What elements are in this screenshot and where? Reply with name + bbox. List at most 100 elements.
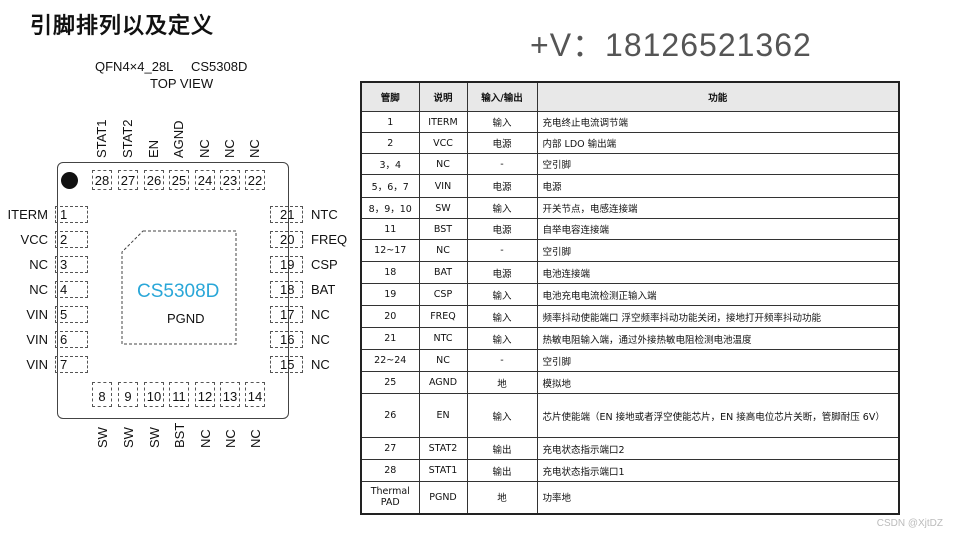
- cell-pin: 11: [360, 218, 420, 240]
- pin-name-top: NC: [197, 139, 212, 158]
- pin-pad-right: 21: [270, 206, 303, 223]
- cell-function: 内部 LDO 输出端: [536, 132, 900, 154]
- cell-function: 空引脚: [536, 153, 900, 175]
- cell-pin: 28: [360, 459, 420, 482]
- cell-io: 输入: [466, 111, 538, 133]
- package-type: QFN4×4_28L CS5308D: [95, 59, 248, 74]
- pin-name-right: CSP: [311, 257, 338, 272]
- cell-pin: 1: [360, 111, 420, 133]
- cell-function: 充电状态指示端口2: [536, 437, 900, 460]
- pin-name-left: VIN: [26, 332, 48, 347]
- cell-description: STAT1: [418, 459, 468, 482]
- cell-io: 输入: [466, 393, 538, 438]
- header-pin: 管脚: [360, 81, 420, 112]
- pin-name-right: BAT: [311, 282, 336, 297]
- cell-function: 电源: [536, 174, 900, 198]
- cell-pin: 26: [360, 393, 420, 438]
- cell-description: SW: [418, 197, 468, 219]
- cell-description: VIN: [418, 174, 468, 198]
- cell-description: EN: [418, 393, 468, 438]
- chip-part-name: CS5308D: [137, 281, 220, 302]
- header-description: 说明: [418, 81, 468, 112]
- pin-pad-right: 20: [270, 231, 303, 248]
- pin-pad-bottom: 11: [169, 382, 189, 407]
- cell-function: 电池充电电流检测正输入端: [536, 283, 900, 306]
- exposed-pad-outline: [121, 230, 237, 345]
- pin-pad-top: 25: [169, 170, 189, 190]
- pin-pad-left: 2: [55, 231, 88, 248]
- cell-pin: 25: [360, 371, 420, 394]
- cell-io: 电源: [466, 218, 538, 240]
- pin-pad-bottom: 14: [245, 382, 265, 407]
- pin-pad-right: 15: [270, 356, 303, 373]
- pin-name-right: NC: [311, 357, 330, 372]
- pin-name-left: ITERM: [7, 207, 48, 222]
- pin-pad-right: 19: [270, 256, 303, 273]
- cell-pin: 20: [360, 305, 420, 328]
- cell-io: 输入: [466, 327, 538, 350]
- cell-function: 空引脚: [536, 239, 900, 262]
- cell-io: -: [466, 349, 538, 372]
- cell-description: CSP: [418, 283, 468, 306]
- cell-io: 电源: [466, 132, 538, 154]
- pin-name-right: NC: [311, 332, 330, 347]
- header-io: 输入/输出: [466, 81, 538, 112]
- pin-pad-right: 16: [270, 331, 303, 348]
- cell-pin: 3，4: [360, 153, 420, 175]
- cell-io: 输入: [466, 305, 538, 328]
- cell-pin: 27: [360, 437, 420, 460]
- pin-name-bottom: SW: [147, 427, 162, 448]
- cell-io: -: [466, 239, 538, 262]
- view-label: TOP VIEW: [150, 76, 214, 91]
- cell-pin: 18: [360, 261, 420, 284]
- pin-name-left: VCC: [20, 232, 48, 247]
- cell-pin: 8，9，10: [360, 197, 420, 219]
- cell-io: 输出: [466, 459, 538, 482]
- cell-pin: 2: [360, 132, 420, 154]
- exposed-pad-label: PGND: [167, 311, 205, 326]
- cell-description: STAT2: [418, 437, 468, 460]
- cell-io: 输入: [466, 283, 538, 306]
- pin-name-top: NC: [247, 139, 262, 158]
- cell-io: -: [466, 153, 538, 175]
- cell-pin: 19: [360, 283, 420, 306]
- pin1-marker-dot: [61, 172, 78, 189]
- cell-io: 电源: [466, 174, 538, 198]
- pin-name-left: VIN: [26, 357, 48, 372]
- cell-function: 功率地: [536, 481, 900, 514]
- cell-pin: 21: [360, 327, 420, 350]
- pin-pad-left: 4: [55, 281, 88, 298]
- table-header-row: 管脚 说明 输入/输出 功能: [360, 81, 900, 112]
- cell-function: 模拟地: [536, 371, 900, 394]
- cell-io: 地: [466, 481, 538, 514]
- pin-pad-top: 23: [220, 170, 240, 190]
- pin-name-left: NC: [29, 282, 48, 297]
- pin-pad-top: 27: [118, 170, 138, 190]
- pin-pad-left: 5: [55, 306, 88, 323]
- slide-title: 引脚排列以及定义: [30, 14, 215, 39]
- pin-name-right: NTC: [311, 207, 338, 222]
- pin-name-top: STAT1: [94, 119, 109, 158]
- cell-description: ITERM: [418, 111, 468, 133]
- pin-pad-top: 24: [195, 170, 215, 190]
- pin-pad-top: 28: [92, 170, 112, 190]
- cell-io: 输入: [466, 197, 538, 219]
- cell-function: 频率抖动使能端口 浮空频率抖动功能关闭，接地打开频率抖动功能: [536, 305, 900, 328]
- pin-name-bottom: SW: [95, 427, 110, 448]
- cell-function: 电池连接端: [536, 261, 900, 284]
- pin-name-left: VIN: [26, 307, 48, 322]
- pin-name-left: NC: [29, 257, 48, 272]
